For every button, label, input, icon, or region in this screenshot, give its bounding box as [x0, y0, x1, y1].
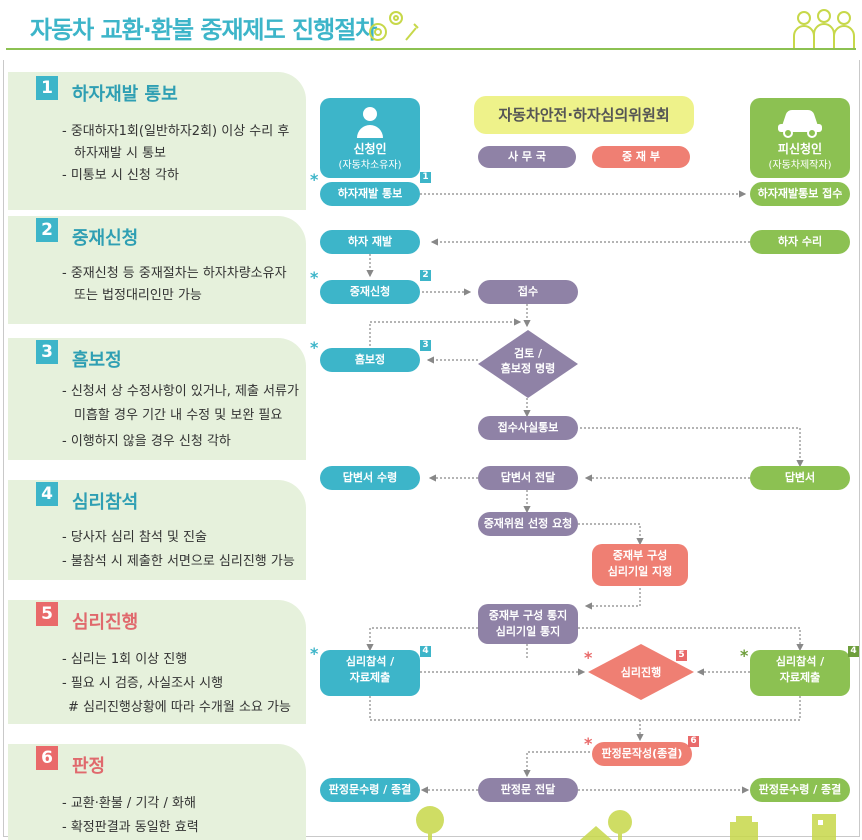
title-underline	[6, 48, 856, 50]
node-attend-left: 심리참석 / 자료제출	[320, 650, 420, 696]
step-3-panel: 3 흠보정 - 신청서 상 수정사항이 있거나, 제출 서류가 미흡할 경우 기…	[8, 338, 306, 460]
car-icon	[778, 110, 822, 138]
node-panel-form-line2: 심리기일 지정	[607, 565, 673, 578]
committee-label: 자동차안전·하자심의위원회	[474, 96, 694, 134]
step-text: 하자재발 시 통보	[74, 146, 166, 161]
step-text: - 중재신청 등 중재절차는 하자차량소유자	[62, 266, 287, 281]
node-review-line1: 검토 /	[513, 347, 543, 360]
node-attend-right-line1: 심리참석 /	[775, 655, 825, 668]
node-review-line2: 흠보정 명령	[500, 362, 556, 375]
node-answer-receive: 답변서 수령	[320, 466, 420, 490]
node-panel-request: 중재위원 선정 요청	[478, 512, 578, 536]
node-apply: 중재신청	[320, 280, 420, 304]
step-text: - 불참석 시 제출한 서면으로 심리진행 가능	[62, 554, 295, 569]
step-badge: 4	[420, 646, 431, 657]
step-number: 3	[36, 340, 58, 364]
node-attend-right-line2: 자료제출	[779, 671, 821, 684]
step-text: # 심리진행상황에 따라 수개월 소요 가능	[68, 700, 291, 715]
asterisk-mark: *	[310, 170, 319, 189]
node-panel-notice: 중재부 구성 통지 심리기일 통지	[478, 604, 578, 644]
node-decision-write: 판정문작성(종결)	[592, 742, 692, 766]
node-defect-recur: 하자 재발	[320, 230, 420, 254]
node-panel-notice-line1: 중재부 구성 통지	[488, 609, 568, 622]
landscape-illustration	[416, 806, 836, 840]
node-attend-left-line1: 심리참석 /	[345, 655, 395, 668]
node-hearing: 심리진행	[620, 666, 662, 679]
node-repair: 하자 수리	[750, 230, 850, 254]
step-text: 또는 법정대리인만 가능	[74, 288, 202, 303]
node-attend-right: 심리참석 / 자료제출	[750, 650, 850, 696]
asterisk-mark: *	[740, 646, 749, 665]
node-panel-notice-line2: 심리기일 통지	[495, 625, 561, 638]
step-text: - 미통보 시 신청 각하	[62, 168, 179, 183]
step-text: - 필요 시 검증, 사실조사 시행	[62, 676, 224, 691]
node-answer-deliver: 답변서 전달	[478, 466, 578, 490]
step-text: - 신청서 상 수정사항이 있거나, 제출 서류가	[62, 384, 299, 399]
applicant-sub: (자동차소유자)	[338, 160, 402, 171]
node-receipt-notice: 접수사실통보	[478, 416, 578, 440]
asterisk-mark: *	[310, 644, 319, 663]
node-correction: 흠보정	[320, 348, 420, 372]
legend-secretariat: 사 무 국	[478, 146, 576, 168]
respondent-sub: (자동차제작자)	[768, 160, 832, 171]
step-title: 판정	[72, 756, 106, 777]
step-text: - 심리는 1회 이상 진행	[62, 652, 188, 667]
step-5-panel: 5 심리진행 - 심리는 1회 이상 진행 - 필요 시 검증, 사실조사 시행…	[8, 600, 306, 724]
step-text: - 이행하지 않을 경우 신청 각하	[62, 434, 231, 449]
step-badge: 3	[420, 340, 431, 351]
step-title: 흠보정	[72, 350, 122, 371]
step-number: 2	[36, 218, 58, 242]
step-badge: 6	[688, 736, 699, 747]
step-6-panel: 6 판정 - 교환·환불 / 기각 / 화해 - 확정판결과 동일한 효력	[8, 744, 306, 840]
respondent-name: 피신청인	[777, 142, 823, 156]
node-attend-left-line2: 자료제출	[349, 671, 391, 684]
step-title: 심리진행	[72, 612, 139, 633]
node-report-receive: 하자재발통보 접수	[750, 182, 850, 206]
node-decision-receive-right: 판정문수령 / 종결	[750, 778, 850, 802]
node-answer: 답변서	[750, 466, 850, 490]
step-number: 4	[36, 482, 58, 506]
step-text: - 중대하자1회(일반하자2회) 이상 수리 후	[62, 124, 290, 139]
node-decision-receive-left: 판정문수령 / 종결	[320, 778, 420, 802]
step-4-panel: 4 심리참석 - 당사자 심리 참석 및 진술 - 불참석 시 제출한 서면으로…	[8, 480, 306, 580]
people-icon	[793, 9, 855, 48]
step-number: 1	[36, 76, 58, 100]
respondent-card: 피신청인 (자동차제작자)	[750, 98, 850, 178]
asterisk-mark: *	[310, 338, 319, 357]
step-text: - 확정판결과 동일한 효력	[62, 820, 199, 835]
step-text: 미흡할 경우 기간 내 수정 및 보완 필요	[74, 408, 283, 423]
step-badge: 4	[848, 646, 859, 657]
step-badge: 5	[676, 650, 687, 661]
step-number: 6	[36, 746, 58, 770]
step-badge: 2	[420, 270, 431, 281]
step-2-panel: 2 중재신청 - 중재신청 등 중재절차는 하자차량소유자 또는 법정대리인만 …	[8, 216, 306, 324]
node-panel-form-line1: 중재부 구성	[612, 549, 668, 562]
step-title: 중재신청	[72, 228, 139, 249]
step-text: - 교환·환불 / 기각 / 화해	[62, 796, 196, 811]
step-text: - 당사자 심리 참석 및 진술	[62, 530, 207, 545]
step-1-panel: 1 하자재발 통보 - 중대하자1회(일반하자2회) 이상 수리 후 하자재발 …	[8, 72, 306, 210]
page-title: 자동차 교환·환불 중재제도 진행절차	[30, 16, 377, 44]
asterisk-mark: *	[310, 268, 319, 287]
node-review-diamond	[478, 330, 578, 398]
step-title: 하자재발 통보	[72, 84, 178, 105]
step-title: 심리참석	[72, 492, 139, 513]
person-icon	[357, 107, 383, 138]
step-badge: 1	[420, 172, 431, 183]
step-number: 5	[36, 602, 58, 626]
legend-panel: 중 재 부	[592, 146, 690, 168]
node-panel-form: 중재부 구성 심리기일 지정	[592, 544, 688, 586]
gear-icon	[369, 11, 419, 41]
applicant-name: 신청인	[353, 142, 387, 156]
node-hearing-diamond	[588, 644, 694, 700]
applicant-card: 신청인 (자동차소유자)	[320, 98, 420, 178]
asterisk-mark: *	[584, 734, 593, 753]
node-report: 하자재발 통보	[320, 182, 420, 206]
asterisk-mark: *	[584, 648, 593, 667]
node-decision-deliver: 판정문 전달	[478, 778, 578, 802]
node-receipt: 접수	[478, 280, 578, 304]
